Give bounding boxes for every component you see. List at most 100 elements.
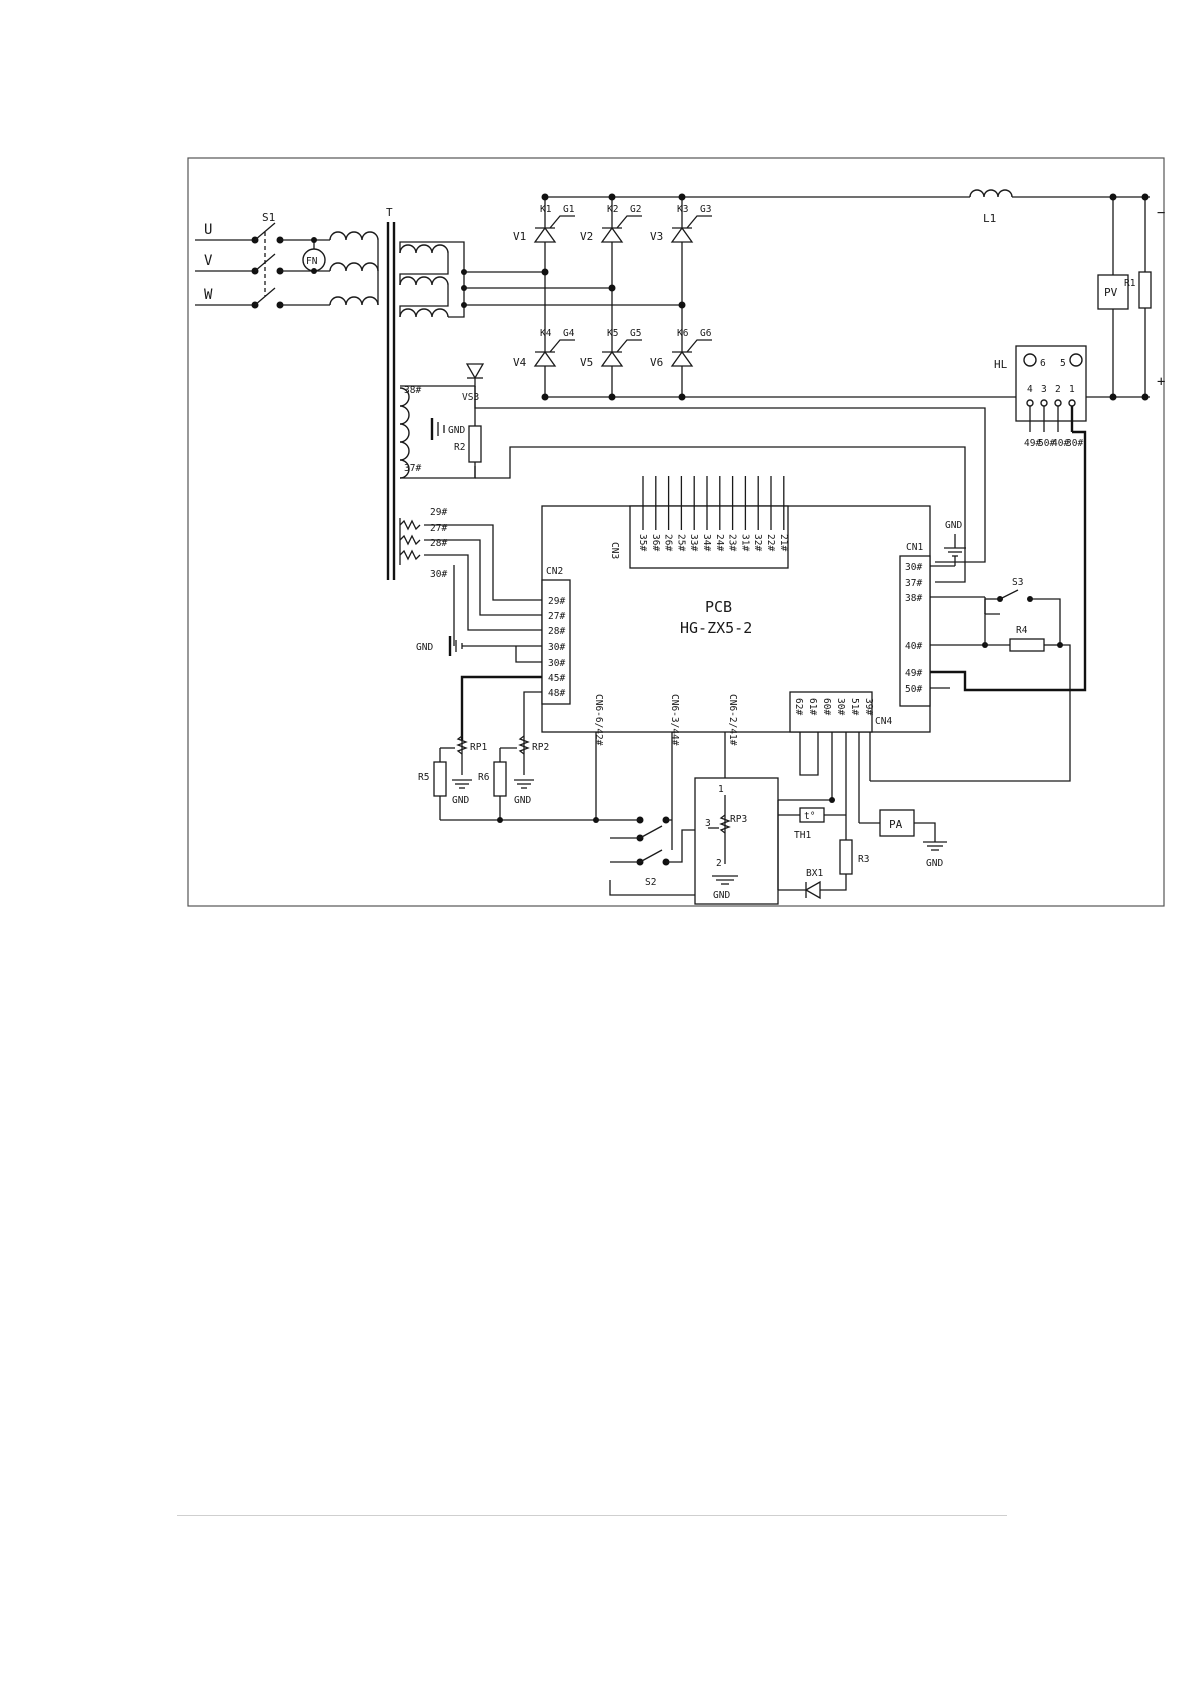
connector-cn2: CN2 29#27#28#30#30#45#48# (541, 566, 571, 705)
gate-g6-label: G6 (700, 328, 712, 339)
sense-27: 27# (430, 523, 447, 534)
inductor-label: L1 (983, 212, 996, 225)
output-plus-label: + (1157, 374, 1165, 390)
cn1-pin-label: 49# (905, 668, 922, 679)
resistor-r4 (1009, 638, 1045, 652)
relay-pin-6: 6 (1040, 358, 1046, 369)
cn3-label: CN3 (609, 542, 620, 559)
cn4-pin-label: 62# (793, 698, 804, 715)
thyristor-v4-label: V4 (513, 356, 527, 369)
relay-wire-49: 49# (1024, 438, 1041, 449)
thyristor-v2-label: V2 (580, 230, 593, 243)
gate-g4-label: G4 (563, 328, 575, 339)
thyristor-v1: V1 K1 G1 (513, 204, 575, 243)
resistor-r2-label: R2 (454, 442, 465, 453)
relay-pin-4: 4 (1027, 384, 1033, 395)
fan-label: FN (306, 256, 318, 267)
thyristor-bridge: V1 K1 G1 V2 K2 G2 V3 K3 G3 V4 K4 G4 (513, 193, 1150, 401)
cathode-k6-label: K6 (677, 328, 689, 339)
resistor-r3 (839, 839, 853, 875)
thyristor-v5-label: V5 (580, 356, 593, 369)
resistor-r6-label: R6 (478, 772, 490, 783)
cn1-pin-label: 50# (905, 684, 922, 695)
gnd-rp1-label: GND (452, 795, 469, 806)
relay-pin-5: 5 (1060, 358, 1066, 369)
rp2-label: RP2 (532, 742, 549, 753)
pcb-title: PCB (705, 598, 732, 616)
fan-fn: FN (302, 237, 326, 274)
cn2-label: CN2 (546, 566, 563, 577)
rp3-pin2: 2 (716, 858, 722, 869)
cn1-gnd-label: GND (945, 520, 962, 531)
switch-s1: S1 (254, 211, 330, 309)
transformer-secondary (399, 241, 682, 318)
cn4-pin-label: 39# (863, 698, 874, 715)
resistor-r2 (468, 425, 482, 463)
relay-wire-50: 50# (1038, 438, 1055, 449)
aux-winding-37: 37# (404, 463, 421, 474)
connector-cn1: CN1 GND 30#37#38#40#49#50# (899, 520, 966, 707)
relay-pin-1: 1 (1069, 384, 1075, 395)
cn1-pin-label: 38# (905, 593, 922, 604)
voltmeter-label: PV (1104, 286, 1118, 299)
cn3-pin-label: 24# (714, 534, 725, 551)
cn2-pin-label: 45# (548, 673, 565, 684)
cn3-pin-label: 32# (752, 534, 763, 551)
thyristor-v2: V2 K2 G2 (580, 204, 642, 243)
cn6b-label: CN6-3/44# (669, 694, 680, 746)
connector-cn4: CN4 62#61#60#30#51#39# (789, 691, 892, 733)
cn3-pin-label: 26# (663, 534, 674, 551)
ammeter-label: PA (889, 818, 903, 831)
gnd-left: GND (416, 636, 542, 663)
inductor-l1: L1 (969, 188, 1013, 225)
thermistor-mark: t° (804, 811, 815, 822)
sense-windings: 29# 27# 28# 30# (399, 507, 542, 646)
thyristor-v6: V6 K6 G6 (650, 328, 712, 369)
thyristor-v5: V5 K5 G5 (580, 328, 642, 369)
cn4-pin-label: 51# (849, 698, 860, 715)
cn1-label: CN1 (906, 542, 923, 553)
cn1-peripherals: S3 R4 (930, 430, 1087, 692)
rp1-label: RP1 (470, 742, 487, 753)
resistor-r4-label: R4 (1016, 625, 1028, 636)
switch-s2-label: S2 (645, 877, 656, 888)
cn4-pin-label: 61# (807, 698, 818, 715)
aux-winding: 38# 37# GND VS3 R2 (399, 363, 986, 583)
thyristor-v3-label: V3 (650, 230, 663, 243)
diagram-frame (187, 157, 1165, 907)
relay-label: HL (994, 358, 1008, 371)
cathode-k4-label: K4 (540, 328, 552, 339)
relay-hl: HL 6 5 4 3 2 1 49# 50# 40# 30# (994, 345, 1087, 449)
relay-wire-40: 40# (1052, 438, 1069, 449)
rp3-pin1: 1 (718, 784, 724, 795)
transformer-primary (329, 231, 379, 306)
aux-winding-38: 38# (404, 385, 421, 396)
switch-s1-label: S1 (262, 211, 275, 224)
cn4-peripherals: t° TH1 R3 BX1 PA GND (777, 650, 1071, 900)
cn3-pin-label: 36# (650, 534, 661, 551)
cn3-pin-label: 35# (637, 534, 648, 551)
thyristor-v4: V4 K4 G4 (513, 328, 575, 369)
potentiometer-rp3: RP3 1 3 2 GND (694, 777, 779, 905)
cn3-pin-label: 33# (688, 534, 699, 551)
thyristor-v6-label: V6 (650, 356, 663, 369)
cn2-pin-label: 29# (548, 596, 565, 607)
sense-28: 28# (430, 538, 447, 549)
resistor-r5-label: R5 (418, 772, 429, 783)
thermistor-label: TH1 (794, 830, 811, 841)
transformer-label: T (386, 206, 393, 219)
cathode-k1-label: K1 (540, 204, 552, 215)
resistor-r1-label: R1 (1124, 278, 1136, 289)
sense-29: 29# (430, 507, 447, 518)
cn3-pin-label: 21# (778, 534, 789, 551)
switch-s2: S2 (596, 816, 713, 896)
gnd-rp3-label: GND (713, 890, 730, 901)
rp3-pin3: 3 (705, 818, 711, 829)
gate-g3-label: G3 (700, 204, 711, 215)
cn2-pin-label: 48# (548, 688, 565, 699)
relay-wire-30: 30# (1066, 438, 1083, 449)
gate-g1-label: G1 (563, 204, 575, 215)
potentiometers: R5 RP1 GND R6 RP2 GND (418, 675, 599, 823)
cathode-k3-label: K3 (677, 204, 688, 215)
